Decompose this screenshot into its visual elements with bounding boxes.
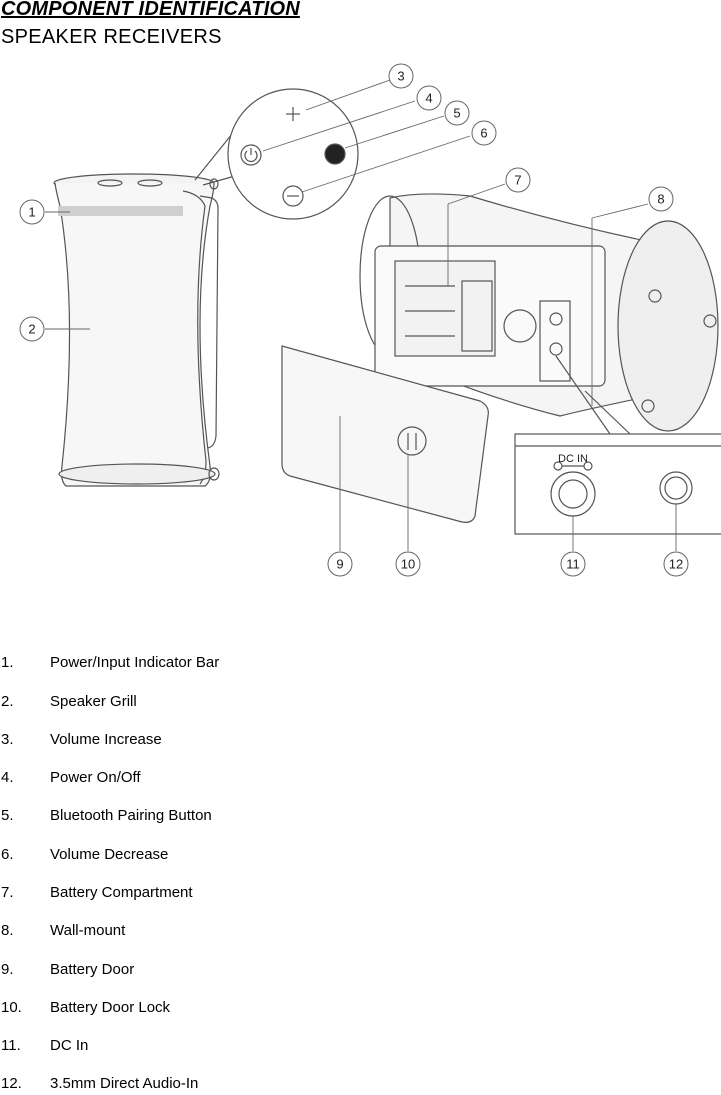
item-number: 3.: [1, 731, 14, 748]
callout-marker: 5: [444, 100, 470, 126]
callout-number: 9: [336, 557, 343, 572]
callout-number: 5: [453, 106, 460, 121]
callout-marker: 1: [19, 199, 45, 225]
section-subheading: SPEAKER RECEIVERS: [1, 26, 222, 48]
callout-number: 7: [514, 173, 521, 188]
item-label: 3.5mm Direct Audio-In: [50, 1075, 199, 1092]
callout-circle: [395, 551, 421, 577]
callout-circle: [663, 551, 689, 577]
item-label: Volume Increase: [50, 731, 162, 748]
item-number: 11.: [1, 1037, 21, 1054]
item-label: Wall-mount: [50, 922, 126, 939]
control-panel-zoom: [194, 88, 359, 220]
callout-marker: 2: [19, 316, 45, 342]
item-label: Battery Door: [50, 961, 135, 978]
item-number: 2.: [1, 693, 14, 710]
item-number: 7.: [1, 884, 14, 901]
callout-circle: [19, 199, 45, 225]
indicator-bar-graphic: [58, 206, 183, 216]
callout-number: 1: [28, 205, 35, 220]
callout-marker: 10: [395, 551, 421, 577]
callout-number: 12: [669, 557, 683, 572]
callout-circle: [327, 551, 353, 577]
callout-circle: [471, 120, 497, 146]
callout-marker: 3: [388, 63, 414, 89]
callout-marker: 11: [560, 551, 586, 577]
callout-circle: [19, 316, 45, 342]
section-heading: COMPONENT IDENTIFICATION: [1, 0, 300, 20]
callout-number: 11: [566, 557, 580, 572]
item-number: 5.: [1, 807, 14, 824]
callout-circle: [648, 186, 674, 212]
callout-number: 8: [657, 192, 664, 207]
battery-door-drawing: [281, 345, 489, 523]
callout-marker: 9: [327, 551, 353, 577]
item-label: Battery Compartment: [50, 884, 193, 901]
callout-number: 4: [425, 91, 432, 106]
item-number: 4.: [1, 769, 14, 786]
item-label: DC In: [50, 1037, 89, 1054]
item-label: Bluetooth Pairing Button: [50, 807, 212, 824]
item-label: Power/Input Indicator Bar: [50, 654, 220, 671]
callout-number: 10: [401, 557, 415, 572]
callout-marker: 6: [471, 120, 497, 146]
item-number: 8.: [1, 922, 14, 939]
item-label: Battery Door Lock: [50, 999, 171, 1016]
jack-panel-drawing: [514, 355, 721, 535]
item-label: Power On/Off: [50, 769, 141, 786]
callout-marker: 12: [663, 551, 689, 577]
callout-circle: [388, 63, 414, 89]
callout-circle: [560, 551, 586, 577]
callout-circle: [416, 85, 442, 111]
callout-number: 6: [480, 126, 487, 141]
callout-marker: 7: [505, 167, 531, 193]
callout-number: 2: [28, 322, 35, 337]
item-label: Volume Decrease: [50, 846, 169, 863]
callout-number: 3: [397, 69, 404, 84]
callout-circle: [444, 100, 470, 126]
item-number: 10.: [1, 999, 22, 1016]
callout-marker: 4: [416, 85, 442, 111]
item-number: 9.: [1, 961, 14, 978]
speaker-front-drawing: [53, 173, 220, 487]
speaker-back-drawing: [359, 193, 719, 432]
item-number: 1.: [1, 654, 14, 671]
item-number: 6.: [1, 846, 14, 863]
item-label: Speaker Grill: [50, 693, 137, 710]
callout-circle: [505, 167, 531, 193]
callout-marker: 8: [648, 186, 674, 212]
item-number: 12.: [1, 1075, 22, 1092]
dc-in-label: DC IN: [558, 453, 588, 465]
